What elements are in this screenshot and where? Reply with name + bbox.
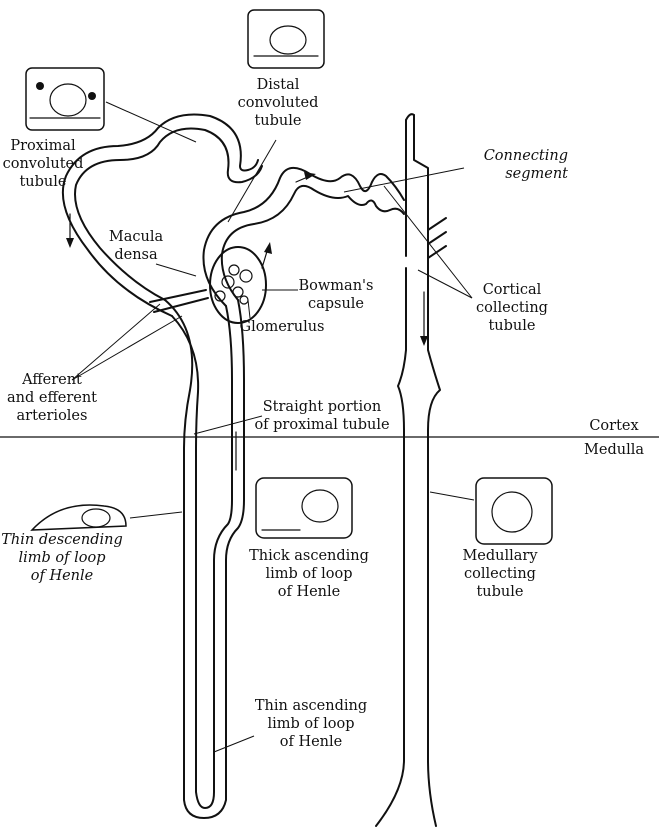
label-afferent-efferent-arterioles: Afferent and efferent arterioles bbox=[0, 371, 104, 425]
cell-inset-proximal bbox=[26, 68, 104, 130]
label-medullary-collecting-tubule: Medullary collecting tubule bbox=[448, 547, 552, 601]
cell-inset-thin-descending bbox=[32, 505, 126, 530]
cell-inset-distal bbox=[248, 10, 324, 68]
label-thin-ascending-limb: Thin ascending limb of loop of Henle bbox=[246, 697, 376, 751]
label-thin-descending-limb: Thin descending limb of loop of Henle bbox=[0, 531, 124, 585]
label-macula-densa: Macula densa bbox=[100, 228, 172, 264]
cell-inset-medullary bbox=[476, 478, 552, 544]
label-connecting-segment: Connecting segment bbox=[448, 147, 568, 183]
label-cortical-collecting-tubule: Cortical collecting tubule bbox=[470, 281, 554, 335]
label-proximal-convoluted-tubule: Proximal convoluted tubule bbox=[0, 137, 86, 191]
label-distal-convoluted-tubule: Distal convoluted tubule bbox=[228, 76, 328, 130]
label-medulla: Medulla bbox=[580, 441, 648, 459]
label-glomerulus: Glomerulus bbox=[236, 318, 328, 336]
cell-inset-thick-ascending bbox=[256, 478, 352, 538]
label-straight-portion-proximal: Straight portion of proximal tubule bbox=[254, 398, 390, 434]
proximal-tubule bbox=[63, 115, 262, 819]
label-cortex: Cortex bbox=[584, 417, 644, 435]
bowmans-capsule-shape bbox=[210, 247, 266, 323]
label-thick-ascending-limb: Thick ascending limb of loop of Henle bbox=[244, 547, 374, 601]
label-bowmans-capsule: Bowman's capsule bbox=[296, 277, 376, 313]
